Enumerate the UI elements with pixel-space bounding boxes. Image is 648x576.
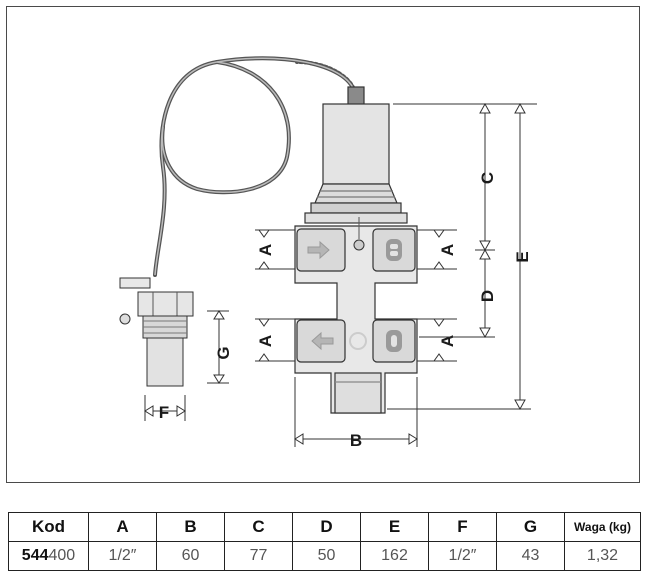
cell-d: 50 xyxy=(292,541,361,571)
label-c: C xyxy=(478,172,497,184)
header-b: B xyxy=(156,512,225,542)
table-row: 544400 1/2″ 60 77 50 162 1/2″ 43 1,32 xyxy=(8,541,641,571)
cell-e: 162 xyxy=(360,541,429,571)
label-b: B xyxy=(350,431,362,450)
technical-drawing-frame: G F xyxy=(6,6,640,483)
valve-drawing: G F xyxy=(119,56,537,450)
label-g: G xyxy=(214,346,233,359)
header-d: D xyxy=(292,512,361,542)
label-a-left-top: A xyxy=(256,244,275,256)
header-a: A xyxy=(88,512,157,542)
code-rest: 400 xyxy=(48,547,76,564)
brand-logo-icon xyxy=(349,332,367,350)
valve-body xyxy=(294,86,418,414)
cell-f: 1/2″ xyxy=(428,541,497,571)
header-kod: Kod xyxy=(8,512,89,542)
table-header-row: Kod A B C D E F G Waga (kg) xyxy=(8,512,641,542)
dimension-f xyxy=(144,395,186,421)
port-arrow-left-icon xyxy=(311,331,334,351)
label-e: E xyxy=(513,251,532,262)
port-arrow-right-icon xyxy=(307,240,330,260)
cell-a: 1/2″ xyxy=(88,541,157,571)
label-a-right-top: A xyxy=(438,244,457,256)
cell-c: 77 xyxy=(224,541,293,571)
dimension-e xyxy=(387,102,531,411)
code-bold: 544 xyxy=(21,547,49,564)
header-waga: Waga (kg) xyxy=(564,512,641,542)
header-f: F xyxy=(428,512,497,542)
dimension-a-right xyxy=(417,229,457,362)
label-f: F xyxy=(159,403,169,422)
cell-kod: 544400 xyxy=(8,541,89,571)
header-c: C xyxy=(224,512,293,542)
dimension-c-d xyxy=(393,102,537,339)
cell-g: 43 xyxy=(496,541,565,571)
label-a-right-bottom: A xyxy=(438,335,457,347)
dimension-g xyxy=(207,310,229,384)
header-g: G xyxy=(496,512,565,542)
cell-b: 60 xyxy=(156,541,225,571)
seal-screw-icon xyxy=(353,217,365,251)
dimension-a-left xyxy=(255,229,295,362)
label-d: D xyxy=(478,290,497,302)
label-a-left-bottom: A xyxy=(256,335,275,347)
cell-waga: 1,32 xyxy=(564,541,641,571)
spec-table: Kod A B C D E F G Waga (kg) 544400 1/2″ … xyxy=(8,512,641,571)
sensor-probe xyxy=(119,277,194,387)
dimension-b xyxy=(294,377,418,447)
port-number-icons xyxy=(386,239,402,352)
header-e: E xyxy=(360,512,429,542)
